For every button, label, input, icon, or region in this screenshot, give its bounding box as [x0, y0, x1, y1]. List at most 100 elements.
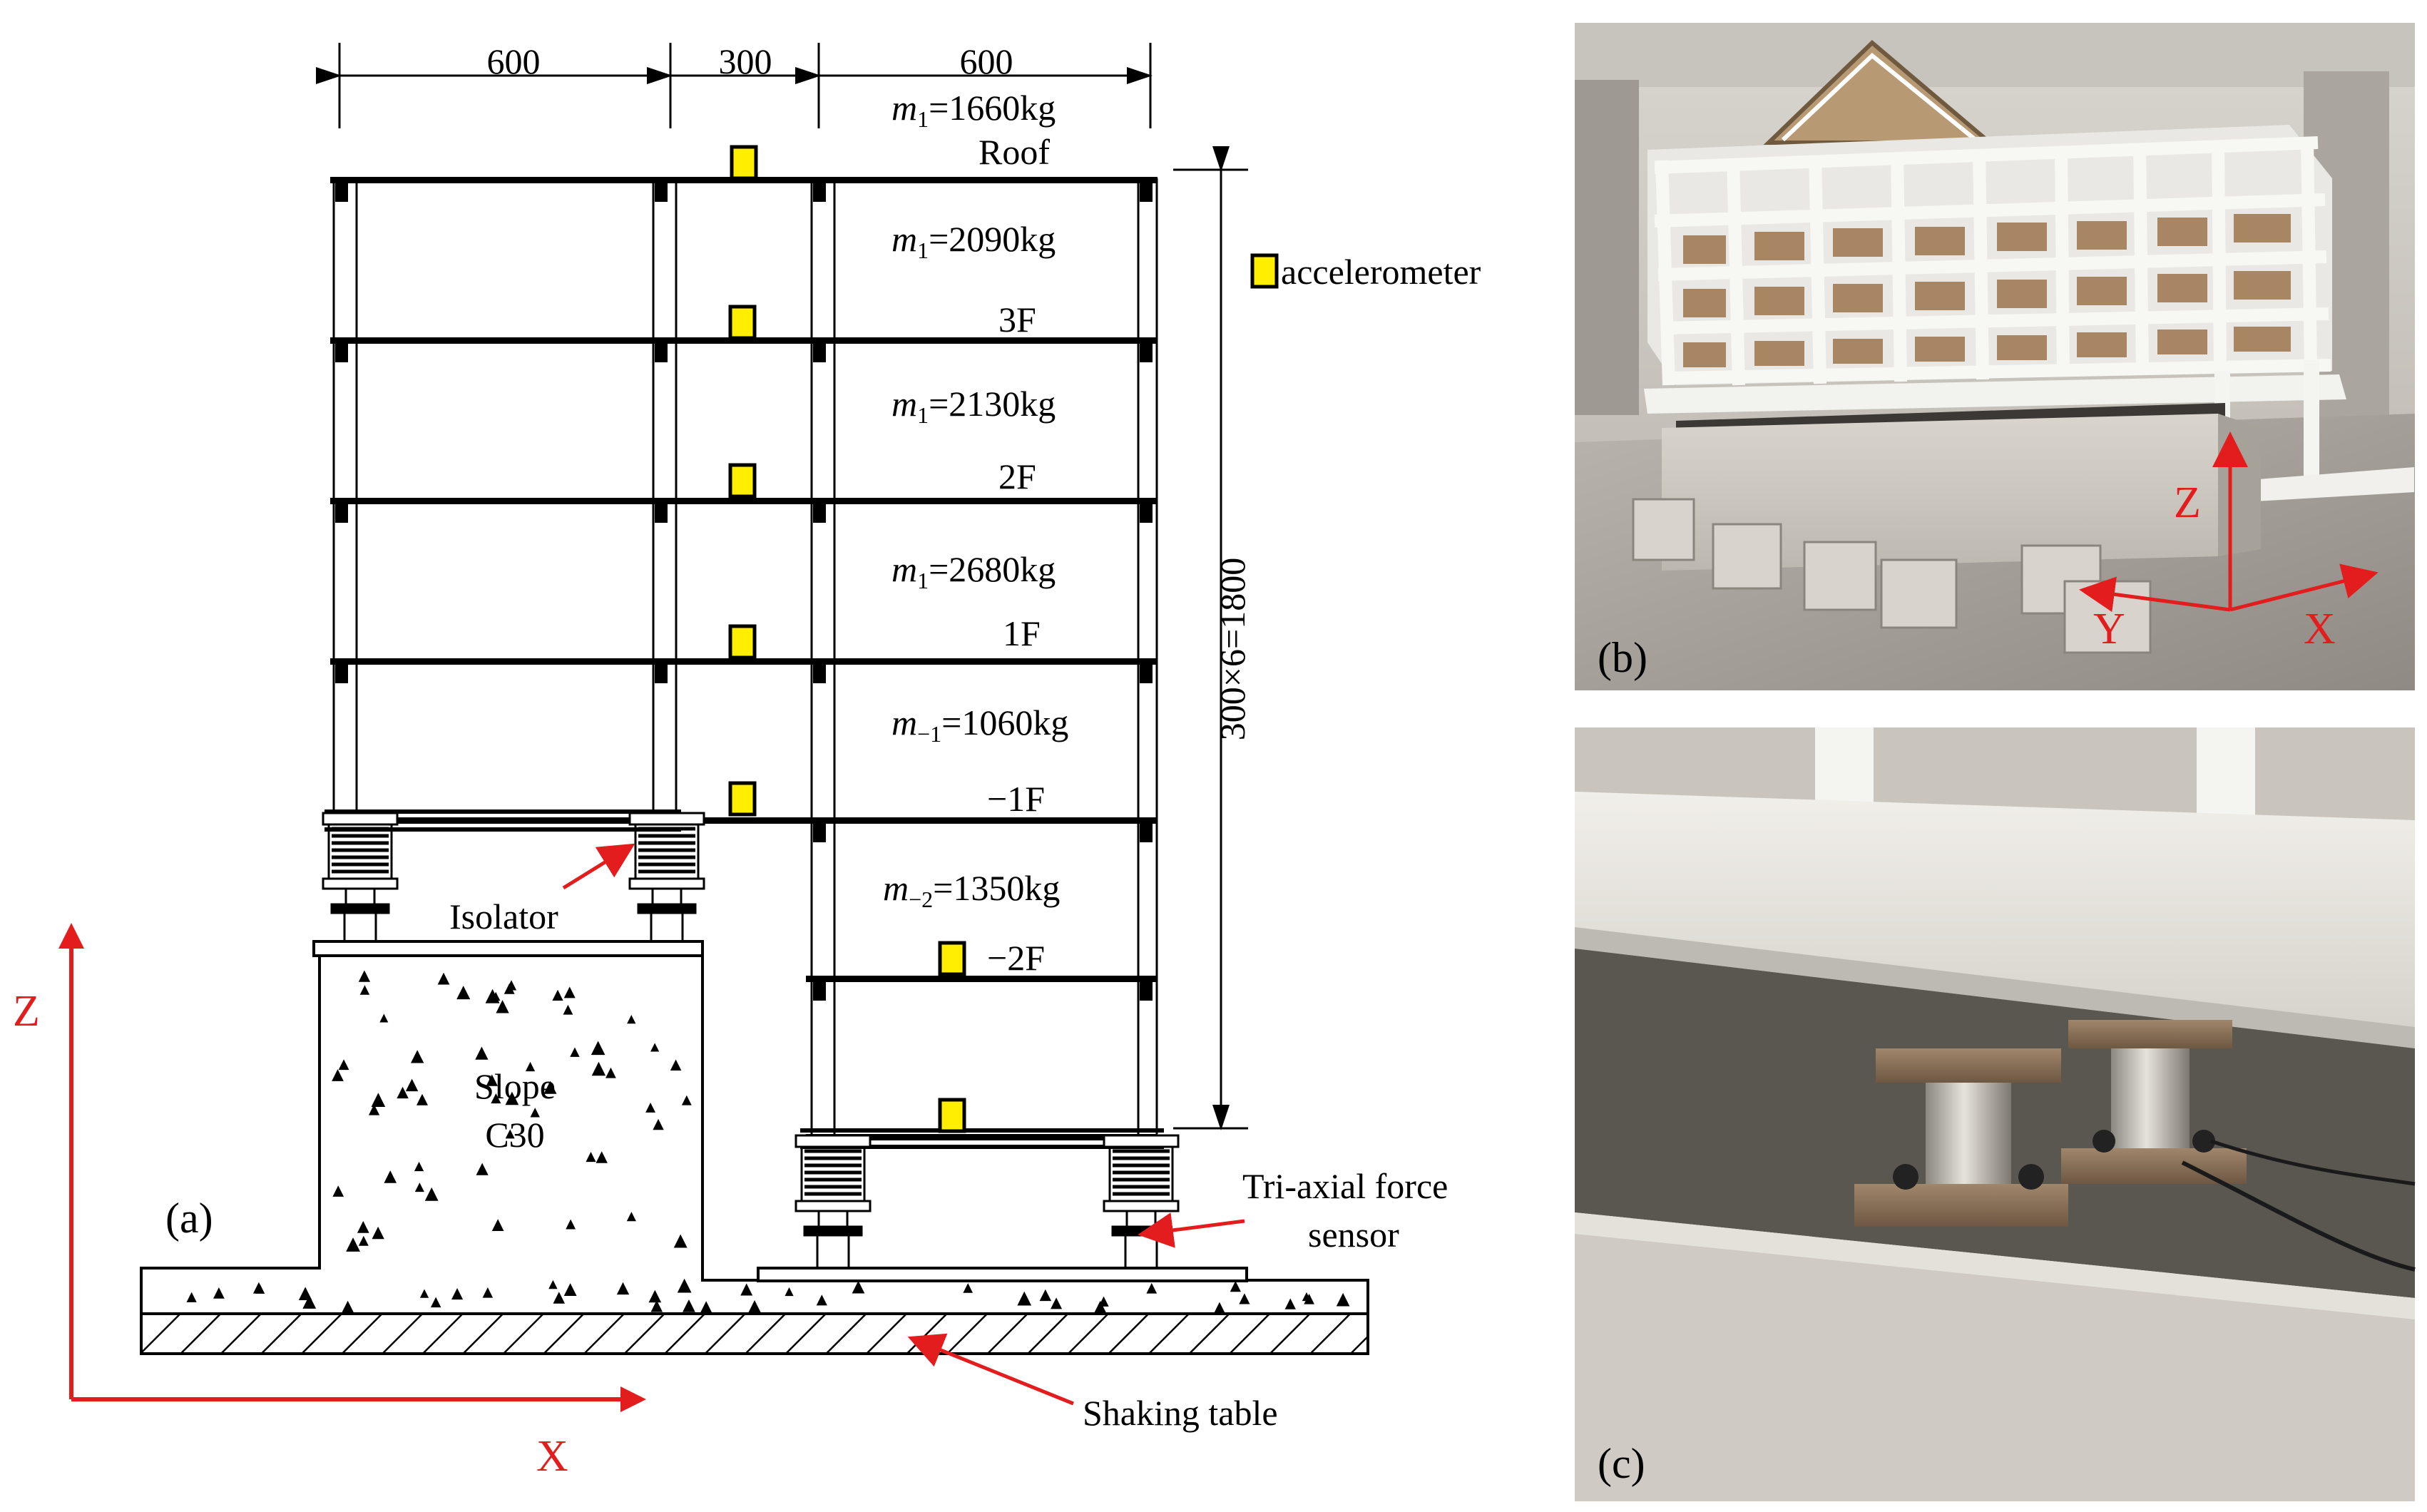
accelerometer-3f: [728, 305, 757, 340]
concrete-aggregate: [186, 970, 1350, 1315]
aggregate-dot: [683, 1299, 695, 1312]
photo-x-label: X: [2304, 605, 2336, 653]
frame-columns: [332, 178, 1158, 1134]
accelerometer-1f: [728, 624, 757, 660]
isolator-label: Isolator: [449, 897, 558, 936]
aggregate-dot: [485, 989, 500, 1003]
aggregate-dot: [543, 1081, 557, 1094]
top-dimension: [316, 43, 1153, 128]
aggregate-dot: [1017, 1291, 1032, 1306]
aggregate-dot: [430, 1297, 441, 1308]
z-axis-label: Z: [13, 987, 40, 1036]
aggregate-dot: [670, 1059, 682, 1071]
shaking-table-label: Shaking table: [1083, 1393, 1278, 1433]
aggregate-dot: [476, 1163, 489, 1175]
isolator-slope-left: [322, 812, 399, 959]
aggregate-dot: [1214, 1302, 1225, 1313]
svg-text:m1=2090kg: m1=2090kg: [891, 219, 1056, 263]
aggregate-dot: [645, 1103, 656, 1113]
sensor-label-1: Tri-axial force: [1242, 1166, 1448, 1206]
aggregate-dot: [456, 986, 471, 1000]
panel-label-c: (c): [1598, 1440, 1645, 1487]
svg-text:1F: 1F: [1003, 613, 1041, 653]
panel-c-photo: (c): [1575, 727, 2416, 1501]
aggregate-dot: [740, 1283, 753, 1296]
dim-600-left: 600: [487, 41, 541, 81]
isolator-base-right: [1103, 1134, 1180, 1281]
aggregate-dot: [677, 1278, 692, 1293]
panel-label-a: (a): [165, 1195, 213, 1242]
aggregate-dot: [451, 1288, 464, 1300]
svg-text:m−1=1060kg: m−1=1060kg: [891, 703, 1068, 747]
slope-label-2: C30: [485, 1115, 544, 1155]
svg-text:m1=2130kg: m1=2130kg: [891, 384, 1056, 428]
aggregate-dot: [1284, 1298, 1296, 1309]
isolator-base-left: [794, 1134, 872, 1281]
dim-300: 300: [719, 41, 772, 81]
aggregate-dot: [563, 1004, 573, 1015]
joint-blocks: [335, 183, 1153, 1001]
aggregate-dot: [410, 1050, 424, 1063]
sensor-label-2: sensor: [1308, 1215, 1399, 1255]
aggregate-dot: [414, 1182, 424, 1192]
aggregate-dot: [963, 1283, 974, 1293]
aggregate-dot: [419, 1289, 429, 1298]
aggregate-dot: [475, 1046, 489, 1060]
aggregate-dot: [548, 1279, 558, 1289]
aggregate-dot: [616, 1282, 630, 1295]
svg-text:m1=2680kg: m1=2680kg: [891, 549, 1056, 593]
aggregate-dot: [1304, 1293, 1314, 1304]
aggregate-dot: [1239, 1293, 1250, 1304]
aggregate-dot: [530, 1108, 540, 1118]
aggregate-dot: [255, 1284, 265, 1294]
dim-height: 300×6=1800: [1212, 558, 1252, 740]
svg-text:m−2=1350kg: m−2=1350kg: [883, 868, 1060, 912]
aggregate-dot: [699, 1301, 713, 1315]
aggregate-dot: [368, 1104, 380, 1115]
aggregate-dot: [496, 1000, 509, 1013]
aggregate-dot: [748, 1300, 761, 1313]
aggregate-dot: [298, 1287, 312, 1300]
svg-text:m1=1660kg: m1=1660kg: [891, 88, 1056, 132]
aggregate-dot: [504, 983, 515, 994]
aggregate-dot: [482, 1287, 494, 1298]
accelerometer-roof: [730, 145, 758, 180]
photo-frame: [1644, 125, 2414, 503]
aggregate-dot: [372, 1226, 384, 1240]
aggregate-dot: [673, 1234, 688, 1248]
photo-z-label: Z: [2174, 479, 2201, 527]
aggregate-dot: [505, 1129, 515, 1139]
svg-text:−2F: −2F: [987, 938, 1045, 978]
aggregate-dot: [491, 1093, 501, 1104]
dim-600-right: 600: [960, 41, 1013, 81]
aggregate-dot: [566, 1219, 576, 1230]
aggregate-dot: [653, 1118, 664, 1130]
photo-isolator-1: [1854, 1048, 2068, 1227]
aggregate-dot: [379, 1013, 389, 1023]
shaking-table-arrow: [907, 1333, 1074, 1406]
aggregate-dot: [384, 1170, 397, 1183]
accelerometer-2f: [728, 463, 757, 499]
aggregate-dot: [785, 1287, 794, 1297]
aggregate-dot: [570, 1047, 580, 1057]
aggregate-dot: [681, 1095, 692, 1105]
aggregate-dot: [359, 985, 370, 995]
aggregate-dot: [486, 1074, 498, 1086]
isolator-slope-right: [628, 812, 705, 959]
accelerometer-m2f: [938, 941, 966, 976]
height-dimension: [1173, 146, 1248, 1130]
aggregate-dot: [346, 1237, 360, 1252]
level-labels: Roof 3F 2F 1F −1F −2F: [979, 132, 1050, 978]
aggregate-dot: [1230, 1281, 1241, 1292]
aggregate-dot: [342, 1300, 354, 1313]
aggregate-dot: [357, 1220, 369, 1233]
panel-label-b: (b): [1598, 634, 1647, 681]
aggregate-dot: [1051, 1297, 1063, 1309]
aggregate-dot: [371, 1093, 386, 1107]
aggregate-dot: [552, 989, 563, 1001]
aggregate-dot: [416, 1093, 429, 1105]
aggregate-dot: [1146, 1282, 1158, 1294]
slope-label-1: Slope: [474, 1066, 556, 1106]
sensor-arrow: [1138, 1212, 1245, 1248]
